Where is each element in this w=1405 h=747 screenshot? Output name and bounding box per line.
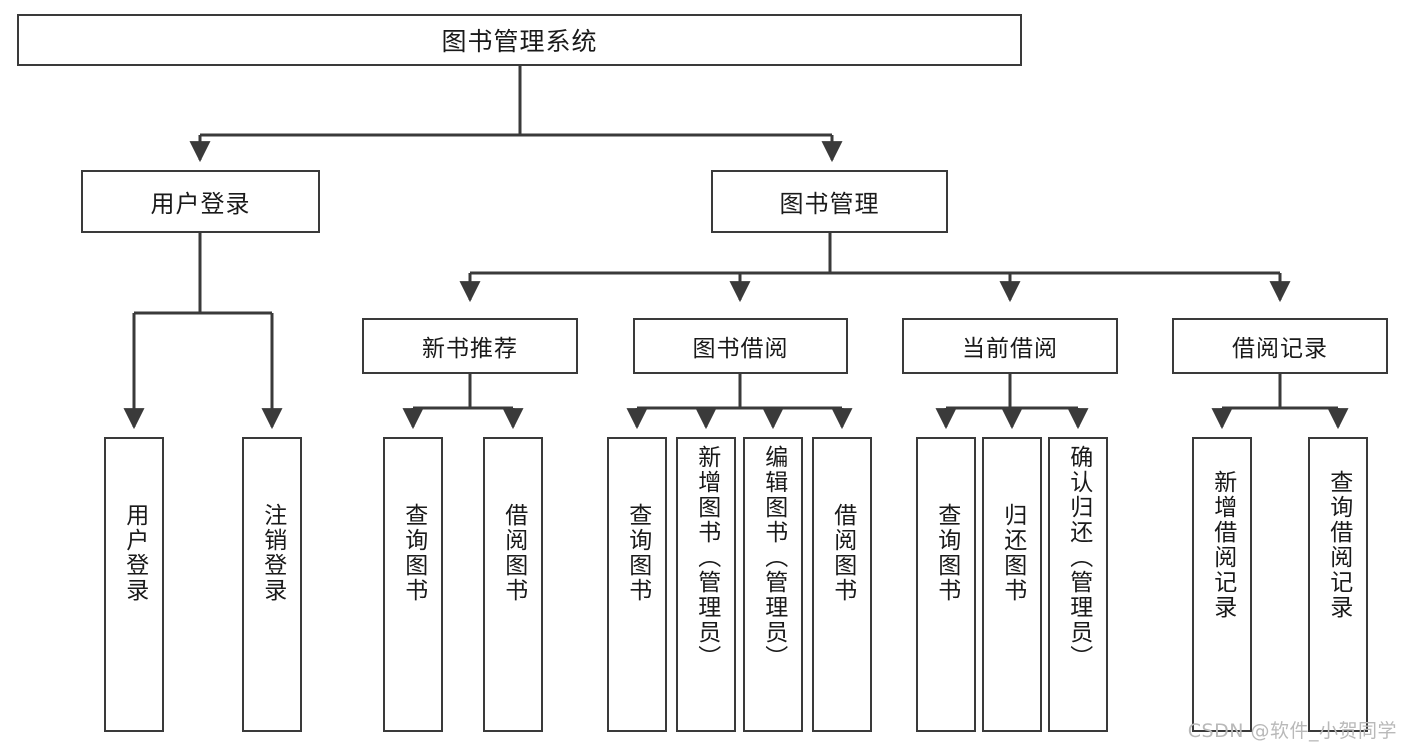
leaf-return-book[interactable]: 归还图书 [982, 437, 1042, 732]
node-new-book-recommend[interactable]: 新书推荐 [362, 318, 578, 374]
leaf-query-book-recommend[interactable]: 查询图书 [383, 437, 443, 732]
leaf-query-book-borrow[interactable]: 查询图书 [607, 437, 667, 732]
leaf-add-borrow-record[interactable]: 新增借阅记录 [1192, 437, 1252, 732]
node-borrow-record[interactable]: 借阅记录 [1172, 318, 1388, 374]
leaf-label: 确认归还（管理员） [1065, 445, 1092, 670]
leaf-user-login[interactable]: 用户登录 [104, 437, 164, 732]
leaf-label: 新增借阅记录 [1209, 470, 1236, 620]
node-user-login[interactable]: 用户登录 [81, 170, 320, 233]
leaf-user-logout[interactable]: 注销登录 [242, 437, 302, 732]
leaf-label: 编辑图书（管理员） [760, 445, 787, 670]
leaf-confirm-return-admin[interactable]: 确认归还（管理员） [1048, 437, 1108, 732]
leaf-label: 新增图书（管理员） [693, 445, 720, 670]
leaf-query-borrow-record[interactable]: 查询借阅记录 [1308, 437, 1368, 732]
leaf-borrow-book[interactable]: 借阅图书 [812, 437, 872, 732]
leaf-query-book-current[interactable]: 查询图书 [916, 437, 976, 732]
leaf-label: 归还图书 [999, 503, 1026, 603]
leaf-label: 查询图书 [400, 503, 427, 603]
leaf-label: 借阅图书 [829, 503, 856, 603]
leaf-label: 注销登录 [259, 503, 286, 603]
node-root[interactable]: 图书管理系统 [17, 14, 1022, 66]
watermark: CSDN @软件_小贺同学 [1187, 720, 1397, 742]
leaf-edit-book-admin[interactable]: 编辑图书（管理员） [743, 437, 803, 732]
leaf-label: 借阅图书 [500, 503, 527, 603]
leaf-label: 查询图书 [624, 503, 651, 603]
node-book-management[interactable]: 图书管理 [711, 170, 948, 233]
leaf-add-book-admin[interactable]: 新增图书（管理员） [676, 437, 736, 732]
leaf-label: 查询图书 [933, 503, 960, 603]
node-book-borrow[interactable]: 图书借阅 [633, 318, 848, 374]
leaf-label: 查询借阅记录 [1325, 470, 1352, 620]
node-current-borrow[interactable]: 当前借阅 [902, 318, 1118, 374]
leaf-borrow-book-recommend[interactable]: 借阅图书 [483, 437, 543, 732]
leaf-label: 用户登录 [121, 503, 148, 603]
